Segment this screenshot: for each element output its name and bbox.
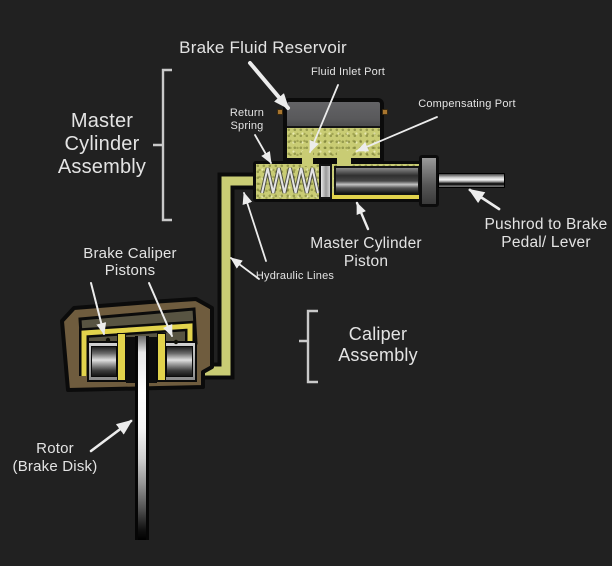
compensating-port xyxy=(337,151,351,166)
label-master-cylinder-assembly-line2: Cylinder xyxy=(64,133,140,155)
reservoir-fluid xyxy=(287,128,380,158)
brake-pad-left xyxy=(126,337,135,383)
label-rotor-line1: Rotor xyxy=(36,440,74,457)
label-caliper-assembly-line1: Caliper xyxy=(348,324,408,344)
label-compensating-port: Compensating Port xyxy=(418,98,516,110)
arrow-to-return-spring xyxy=(254,134,272,164)
arrow-to-hydraulic-line-upper xyxy=(242,192,267,262)
brake-pad-right xyxy=(149,337,157,383)
reservoir-cap xyxy=(287,102,380,128)
label-brake-caliper-pistons-line2: Pistons xyxy=(104,262,156,279)
label-master-cylinder-assembly: Master Cylinder Assembly xyxy=(26,110,178,179)
label-fluid-inlet-port: Fluid Inlet Port xyxy=(310,66,386,78)
arrow-to-caliper-piston-left xyxy=(90,282,107,335)
caliper-fluid-strip-left xyxy=(117,333,126,381)
arrow-to-mc-piston xyxy=(355,201,370,231)
label-caliper-assembly-line2: Assembly xyxy=(338,345,418,365)
label-return-spring-line2: Spring xyxy=(230,120,264,132)
label-return-spring: Return Spring xyxy=(211,107,283,133)
master-cylinder-piston xyxy=(334,166,420,195)
label-brake-caliper-pistons-line1: Brake Caliper xyxy=(83,245,177,262)
caliper-piston-left xyxy=(91,346,117,377)
label-master-cylinder-piston-line1: Master Cylinder xyxy=(310,235,422,252)
arrow-to-pushrod xyxy=(468,188,501,211)
label-brake-fluid-reservoir: Brake Fluid Reservoir xyxy=(179,38,347,57)
label-master-cylinder-assembly-line1: Master xyxy=(70,110,134,132)
reservoir-screw-right xyxy=(382,109,388,115)
bore-fluid-strip xyxy=(332,193,420,199)
label-master-cylinder-assembly-line3: Assembly xyxy=(57,156,147,178)
label-pushrod-line1: Pushrod to Brake xyxy=(484,216,608,233)
pushrod xyxy=(438,173,505,188)
label-master-cylinder-piston: Master Cylinder Piston xyxy=(291,235,441,271)
label-pushrod: Pushrod to Brake Pedal/ Lever xyxy=(470,216,612,252)
brake-fluid-reservoir xyxy=(283,98,384,162)
piston-seal xyxy=(319,164,332,199)
label-rotor-line2: (Brake Disk) xyxy=(12,457,98,475)
label-return-spring-line1: Return xyxy=(229,107,265,119)
label-rotor: Rotor (Brake Disk) xyxy=(0,440,121,475)
label-brake-caliper-pistons: Brake Caliper Pistons xyxy=(54,245,206,279)
caliper-piston-right xyxy=(166,346,193,377)
cylinder-end-cap xyxy=(419,155,439,207)
label-master-cylinder-piston-line2: Piston xyxy=(343,253,389,270)
fluid-inlet-port xyxy=(302,151,313,166)
rotor-brake-disk xyxy=(135,336,149,540)
label-caliper-assembly: Caliper Assembly xyxy=(302,324,454,366)
caliper-fluid-strip-right xyxy=(157,333,166,381)
label-hydraulic-lines: Hydraulic Lines xyxy=(255,270,335,282)
arrow-to-caliper-piston-right xyxy=(148,282,173,337)
label-pushrod-line2: Pedal/ Lever xyxy=(501,234,591,251)
